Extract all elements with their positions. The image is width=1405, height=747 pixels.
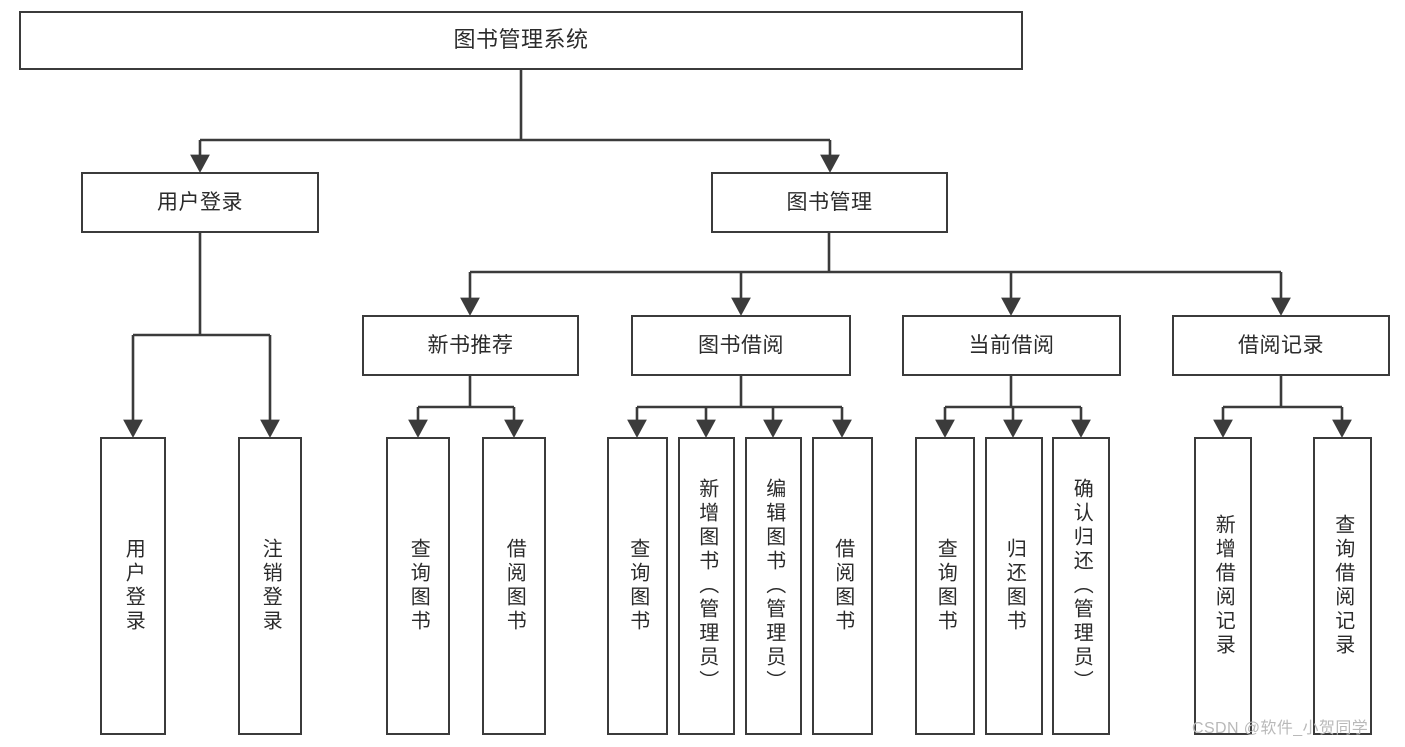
leaf-borrow-book-recommend[interactable]: 借阅图书 [482,437,546,735]
leaf-query-book-current[interactable]: 查询图书 [915,437,975,735]
leaf-query-book[interactable]: 查询图书 [607,437,668,735]
leaf-borrow-book-recommend-label: 借阅图书 [503,538,526,634]
leaf-user-login[interactable]: 用户登录 [100,437,166,735]
leaf-borrow-book[interactable]: 借阅图书 [812,437,873,735]
node-borrow-record-label: 借阅记录 [1238,333,1324,357]
leaf-query-book-current-label: 查询图书 [934,538,957,634]
leaf-confirm-return-admin-label: 确认归还（管理员） [1070,478,1093,694]
node-current-borrow-label: 当前借阅 [968,333,1055,357]
leaf-query-borrow-record-label: 查询借阅记录 [1331,514,1354,658]
leaf-query-book-recommend[interactable]: 查询图书 [386,437,450,735]
node-new-book-recommend[interactable]: 新书推荐 [362,315,579,376]
node-book-manage[interactable]: 图书管理 [711,172,948,233]
leaf-return-book[interactable]: 归还图书 [985,437,1043,735]
csdn-watermark: CSDN @软件_小贺同学 [1192,720,1369,737]
leaf-edit-book-admin-label: 编辑图书（管理员） [762,478,785,694]
node-new-book-recommend-label: 新书推荐 [427,333,514,357]
leaf-edit-book-admin[interactable]: 编辑图书（管理员） [745,437,802,735]
node-borrow-record[interactable]: 借阅记录 [1172,315,1390,376]
leaf-add-borrow-record-label: 新增借阅记录 [1212,514,1235,658]
node-user-login-label: 用户登录 [157,190,243,214]
leaf-confirm-return-admin[interactable]: 确认归还（管理员） [1052,437,1110,735]
node-book-borrow[interactable]: 图书借阅 [631,315,851,376]
node-book-borrow-label: 图书借阅 [698,333,784,357]
leaf-query-book-label: 查询图书 [626,538,649,634]
node-current-borrow[interactable]: 当前借阅 [902,315,1121,376]
leaf-logout-login-label: 注销登录 [259,538,282,634]
leaf-add-borrow-record[interactable]: 新增借阅记录 [1194,437,1252,735]
node-root-system-label: 图书管理系统 [453,27,589,53]
node-root-system[interactable]: 图书管理系统 [19,11,1023,70]
leaf-borrow-book-label: 借阅图书 [831,538,854,634]
leaf-add-book-admin[interactable]: 新增图书（管理员） [678,437,735,735]
leaf-query-book-recommend-label: 查询图书 [407,538,430,634]
leaf-logout-login[interactable]: 注销登录 [238,437,302,735]
leaf-add-book-admin-label: 新增图书（管理员） [695,478,718,694]
node-user-login[interactable]: 用户登录 [81,172,319,233]
leaf-return-book-label: 归还图书 [1003,538,1026,634]
leaf-user-login-label: 用户登录 [122,538,145,634]
node-book-manage-label: 图书管理 [786,190,873,214]
leaf-query-borrow-record[interactable]: 查询借阅记录 [1313,437,1372,735]
